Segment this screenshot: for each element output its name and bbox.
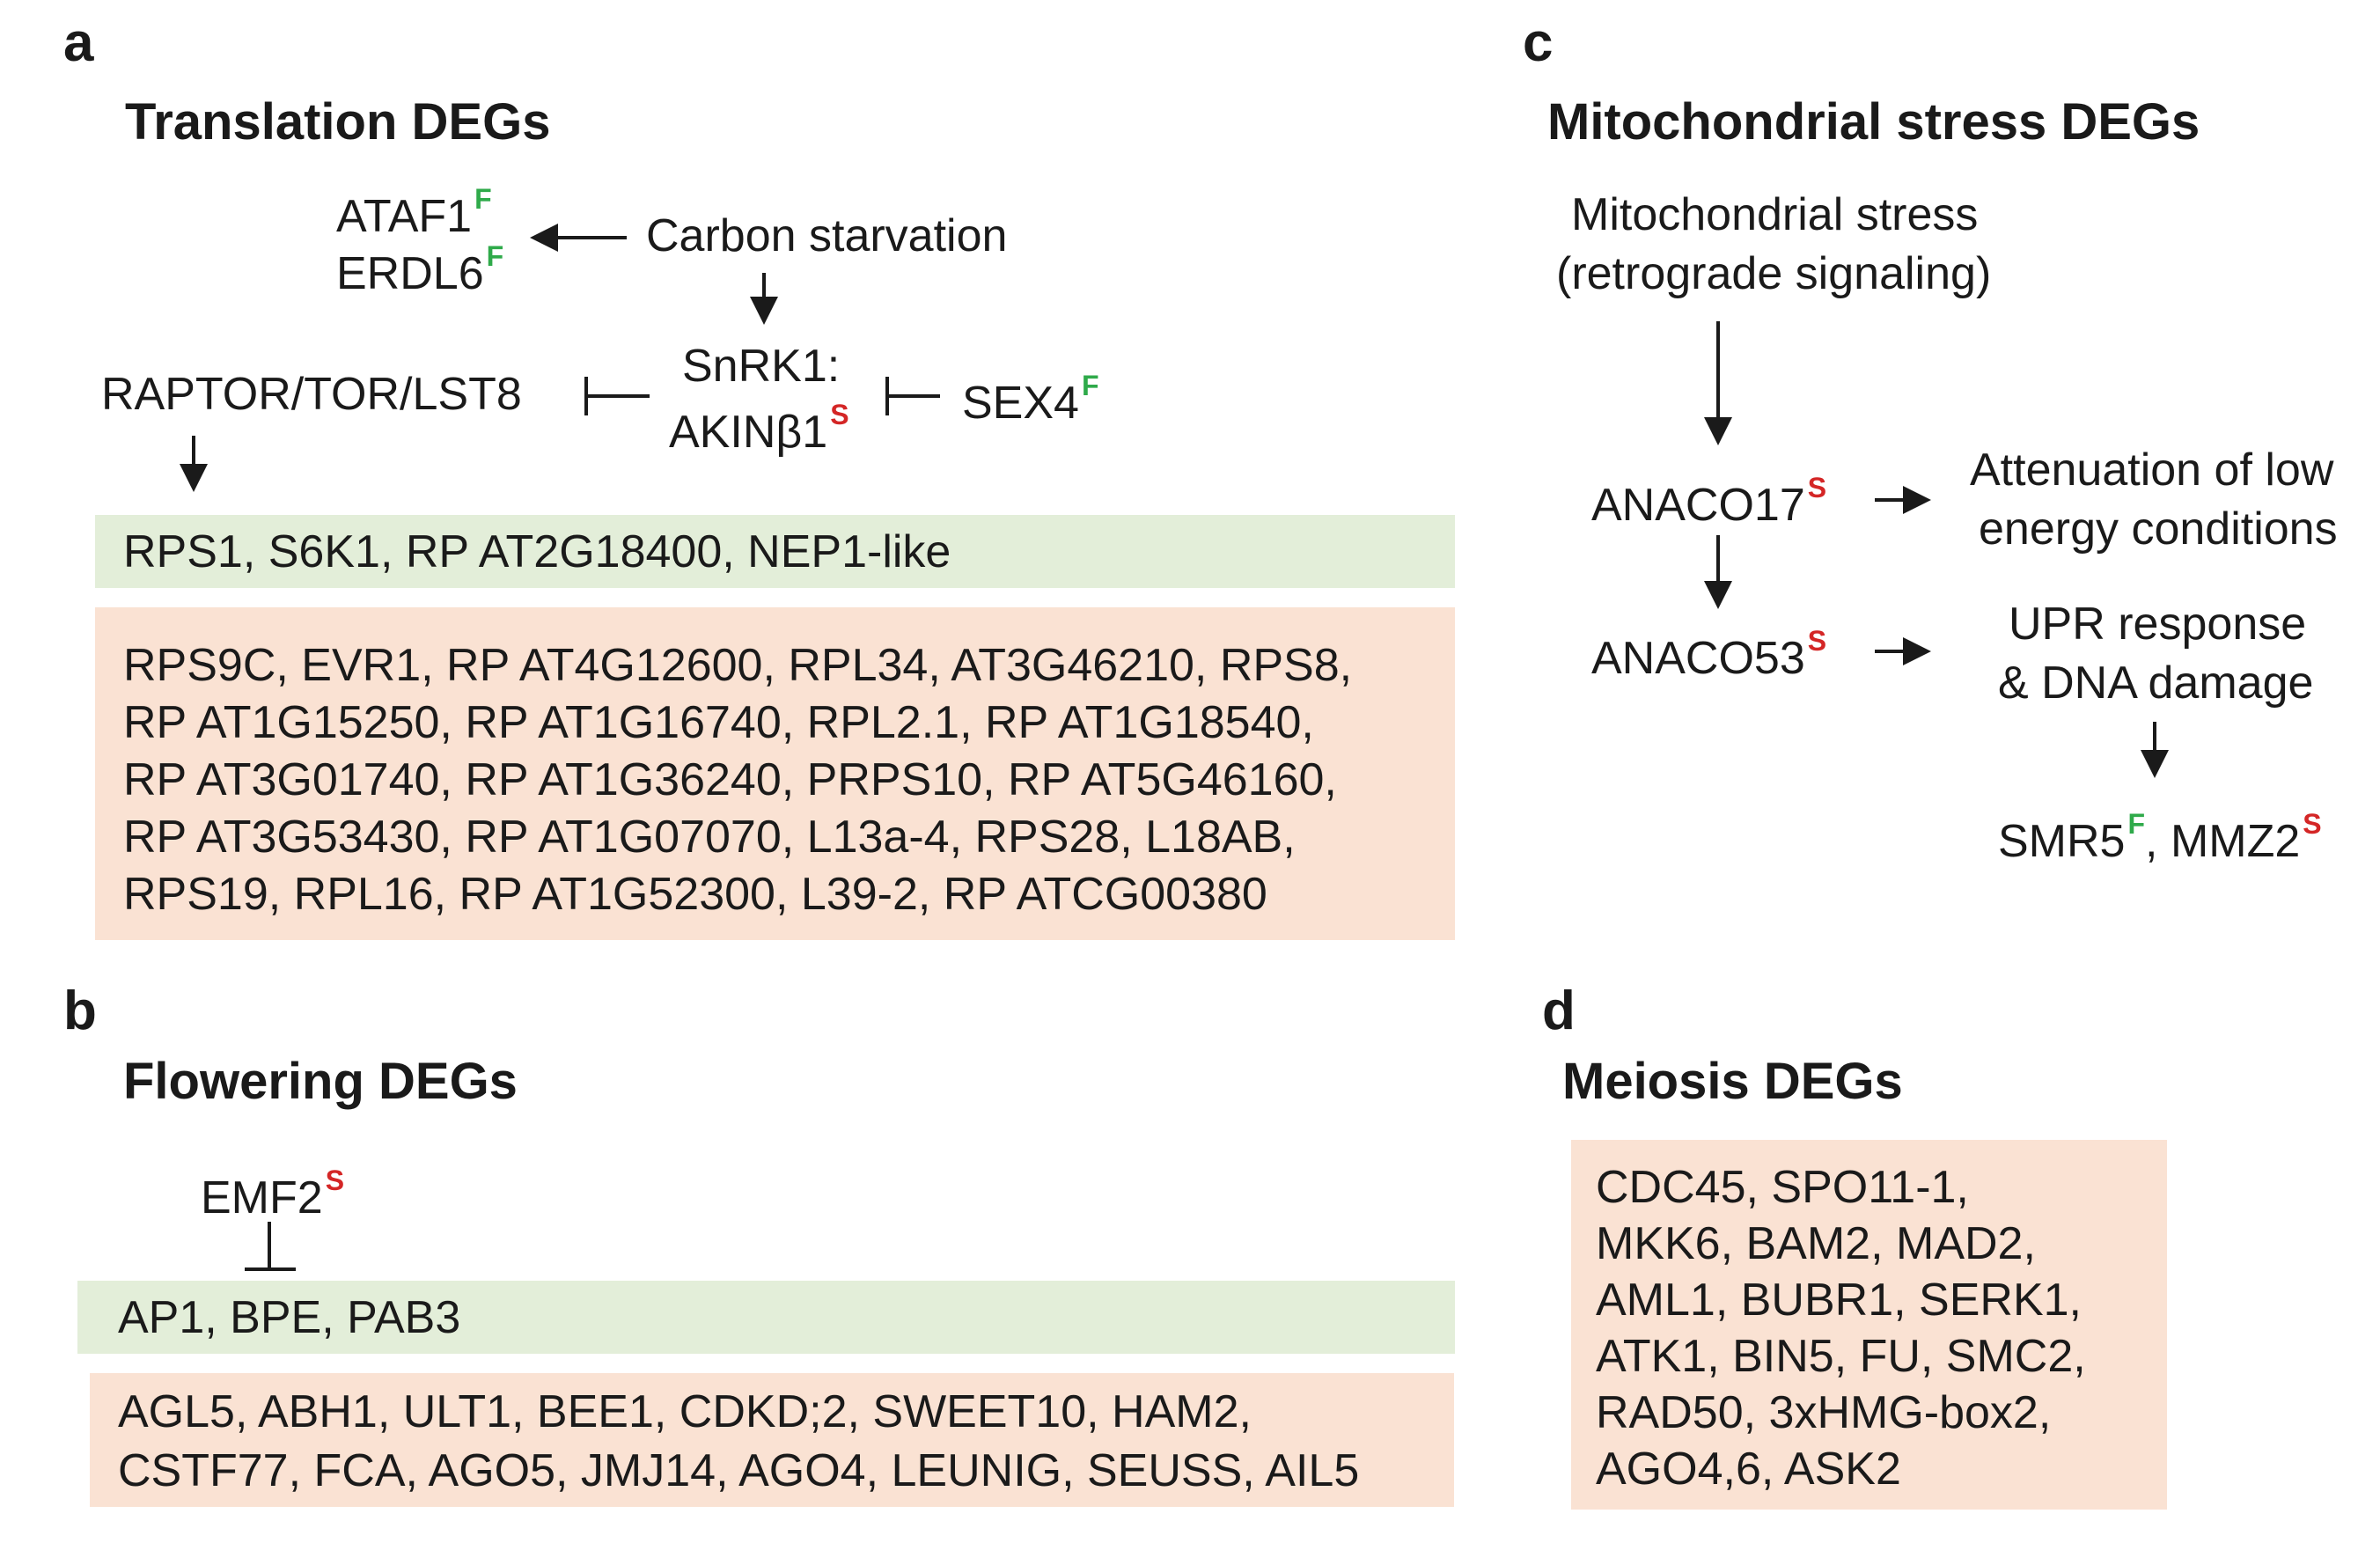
peach-box-a-line-1: RPS9C, EVR1, RP AT4G12600, RPL34, AT3G46… — [123, 640, 1353, 691]
panel-letter-c: c — [1523, 12, 1554, 73]
peach-box-a-line-2: RP AT1G15250, RP AT1G16740, RPL2.1, RP A… — [123, 697, 1314, 748]
node-anaco53-sup: S — [1807, 625, 1827, 657]
node-akinb1-sup: S — [830, 399, 849, 430]
node-ataf1-sup: F — [474, 183, 492, 215]
panel-title-d: Meiosis DEGs — [1562, 1053, 1903, 1110]
peach-box-b-line-1: AGL5, ABH1, ULT1, BEE1, CDKD;2, SWEET10,… — [118, 1386, 1252, 1437]
node-anaco17: ANACO17S — [1591, 474, 1826, 528]
green-box-a: RPS1, S6K1, RP AT2G18400, NEP1-like — [95, 515, 1455, 588]
node-attenuation-line-2: energy conditions — [1979, 503, 2338, 555]
green-box-b: AP1, BPE, PAB3 — [77, 1281, 1455, 1354]
node-smr5-sup: F — [2127, 808, 2146, 840]
node-smr5-mmz2: SMR5F, MMZ2S — [1998, 810, 2322, 864]
node-sex4: SEX4F — [962, 371, 1099, 426]
green-box-b-line: AP1, BPE, PAB3 — [118, 1292, 461, 1343]
peach-box-d: CDC45, SPO11-1, MKK6, BAM2, MAD2, AML1, … — [1571, 1140, 2167, 1510]
node-erdl6-label: ERDL6 — [336, 248, 484, 299]
node-sex4-label: SEX4 — [962, 378, 1079, 429]
panel-title-a: Translation DEGs — [125, 93, 551, 151]
node-sex4-sup: F — [1081, 370, 1099, 401]
peach-box-d-line-4: ATK1, BIN5, FU, SMC2, — [1596, 1331, 2086, 1382]
node-erdl6: ERDL6F — [336, 242, 503, 297]
peach-box-d-line-3: AML1, BUBR1, SERK1, — [1596, 1275, 2082, 1326]
peach-box-a-line-3: RP AT3G01740, RP AT1G36240, PRPS10, RP A… — [123, 754, 1337, 805]
node-emf2-label: EMF2 — [201, 1172, 323, 1223]
peach-box-d-line-6: AGO4,6, ASK2 — [1596, 1444, 1901, 1495]
node-snrk1: SnRK1: — [682, 341, 841, 392]
node-emf2: EMF2S — [201, 1166, 344, 1221]
node-smr5-label: SMR5 — [1998, 816, 2126, 867]
panel-title-c: Mitochondrial stress DEGs — [1547, 93, 2200, 151]
node-upr-line-1: UPR response — [2009, 599, 2307, 650]
node-carbon-starvation: Carbon starvation — [646, 210, 1008, 261]
peach-box-b-line-2: CSTF77, FCA, AGO5, JMJ14, AGO4, LEUNIG, … — [118, 1445, 1360, 1496]
panel-title-b: Flowering DEGs — [123, 1053, 518, 1110]
node-ataf1: ATAF1F — [336, 185, 492, 239]
node-emf2-sup: S — [325, 1165, 345, 1196]
node-erdl6-sup: F — [486, 240, 504, 272]
peach-box-b: AGL5, ABH1, ULT1, BEE1, CDKD;2, SWEET10,… — [90, 1373, 1454, 1507]
peach-box-a-line-4: RP AT3G53430, RP AT1G07070, L13a-4, RPS2… — [123, 812, 1296, 863]
peach-box-d-line-2: MKK6, BAM2, MAD2, — [1596, 1218, 2036, 1269]
peach-box-d-line-1: CDC45, SPO11-1, — [1596, 1162, 1969, 1213]
node-smr5-mmz2-separator: , — [2145, 816, 2171, 867]
node-akinb1: AKINβ1S — [669, 400, 849, 455]
panel-letter-b: b — [63, 981, 97, 1041]
node-mitochondrial-stress: Mitochondrial stress — [1571, 189, 1979, 240]
node-mmz2-label: MMZ2 — [2170, 816, 2301, 867]
panel-letter-a: a — [63, 12, 94, 73]
node-ataf1-label: ATAF1 — [336, 191, 473, 242]
node-anaco53-label: ANACO53 — [1591, 633, 1805, 684]
node-upr-line-2: & DNA damage — [1998, 658, 2314, 709]
node-anaco17-sup: S — [1807, 472, 1827, 503]
green-box-a-line: RPS1, S6K1, RP AT2G18400, NEP1-like — [123, 526, 951, 577]
node-anaco53: ANACO53S — [1591, 627, 1826, 681]
node-attenuation-line-1: Attenuation of low — [1970, 445, 2334, 496]
node-mmz2-sup: S — [2303, 808, 2322, 840]
peach-box-a: RPS9C, EVR1, RP AT4G12600, RPL34, AT3G46… — [95, 607, 1455, 940]
node-raptor-tor-lst8: RAPTOR/TOR/LST8 — [101, 369, 522, 420]
node-retrograde-signaling: (retrograde signaling) — [1556, 248, 1992, 299]
node-anaco17-label: ANACO17 — [1591, 480, 1805, 531]
peach-box-a-line-5: RPS19, RPL16, RP AT1G52300, L39-2, RP AT… — [123, 869, 1267, 920]
peach-box-d-line-5: RAD50, 3xHMG-box2, — [1596, 1387, 2052, 1438]
node-akinb1-label: AKINβ1 — [669, 407, 828, 458]
panel-letter-d: d — [1542, 981, 1576, 1041]
